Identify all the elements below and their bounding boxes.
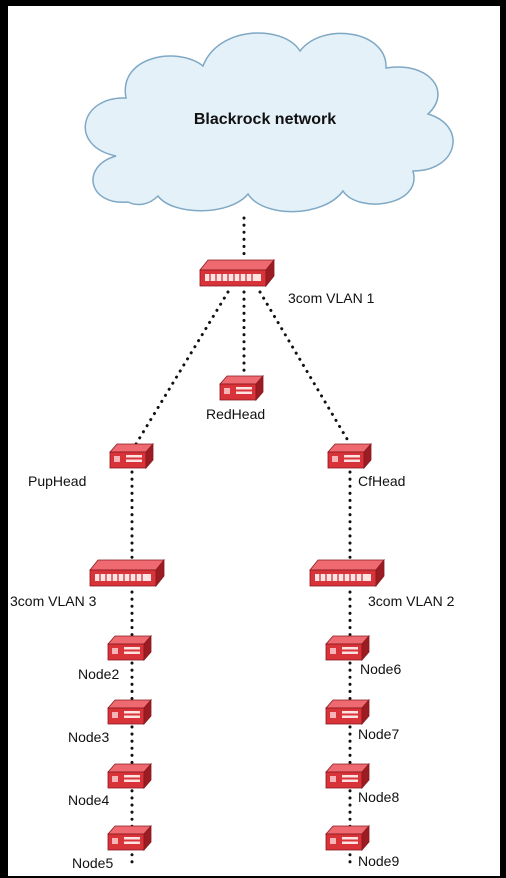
server-node5-icon [107, 825, 152, 851]
cloud-label: Blackrock network [194, 111, 336, 128]
node6-label: Node6 [360, 661, 401, 677]
link-vlan1-puphead [134, 290, 230, 446]
cfhead-label: CfHead [358, 473, 405, 489]
diagram-canvas: Blackrock network 3com VLAN 1 RedHead Pu… [8, 6, 500, 876]
server-node4-icon [107, 763, 152, 789]
node7-label: Node7 [358, 726, 399, 742]
server-cfhead-icon [327, 443, 372, 469]
node8-label: Node8 [358, 789, 399, 805]
node3-label: Node3 [68, 729, 109, 745]
node5-label: Node5 [72, 855, 113, 871]
redhead-label: RedHead [206, 406, 265, 422]
cloud-icon [84, 32, 454, 213]
server-puphead-icon [109, 443, 154, 469]
server-node6-icon [325, 635, 370, 661]
network-diagram: Blackrock network 3com VLAN 1 RedHead Pu… [10, 32, 455, 871]
node2-label: Node2 [78, 666, 119, 682]
switch-vlan1-icon [199, 259, 275, 287]
switch-vlan1-label: 3com VLAN 1 [288, 290, 375, 306]
server-node8-icon [325, 763, 370, 789]
server-redhead-icon [219, 375, 264, 401]
switch-vlan3-label: 3com VLAN 3 [10, 593, 97, 609]
node9-label: Node9 [358, 853, 399, 869]
switch-vlan3-icon [89, 559, 165, 587]
network-links [130, 216, 352, 868]
node4-label: Node4 [68, 792, 109, 808]
server-node2-icon [107, 635, 152, 661]
server-node7-icon [325, 699, 370, 725]
switch-vlan2-label: 3com VLAN 2 [368, 593, 455, 609]
server-node9-icon [325, 825, 370, 851]
link-vlan1-cfhead [258, 290, 352, 446]
server-node3-icon [107, 699, 152, 725]
puphead-label: PupHead [28, 473, 86, 489]
switch-vlan2-icon [309, 559, 385, 587]
